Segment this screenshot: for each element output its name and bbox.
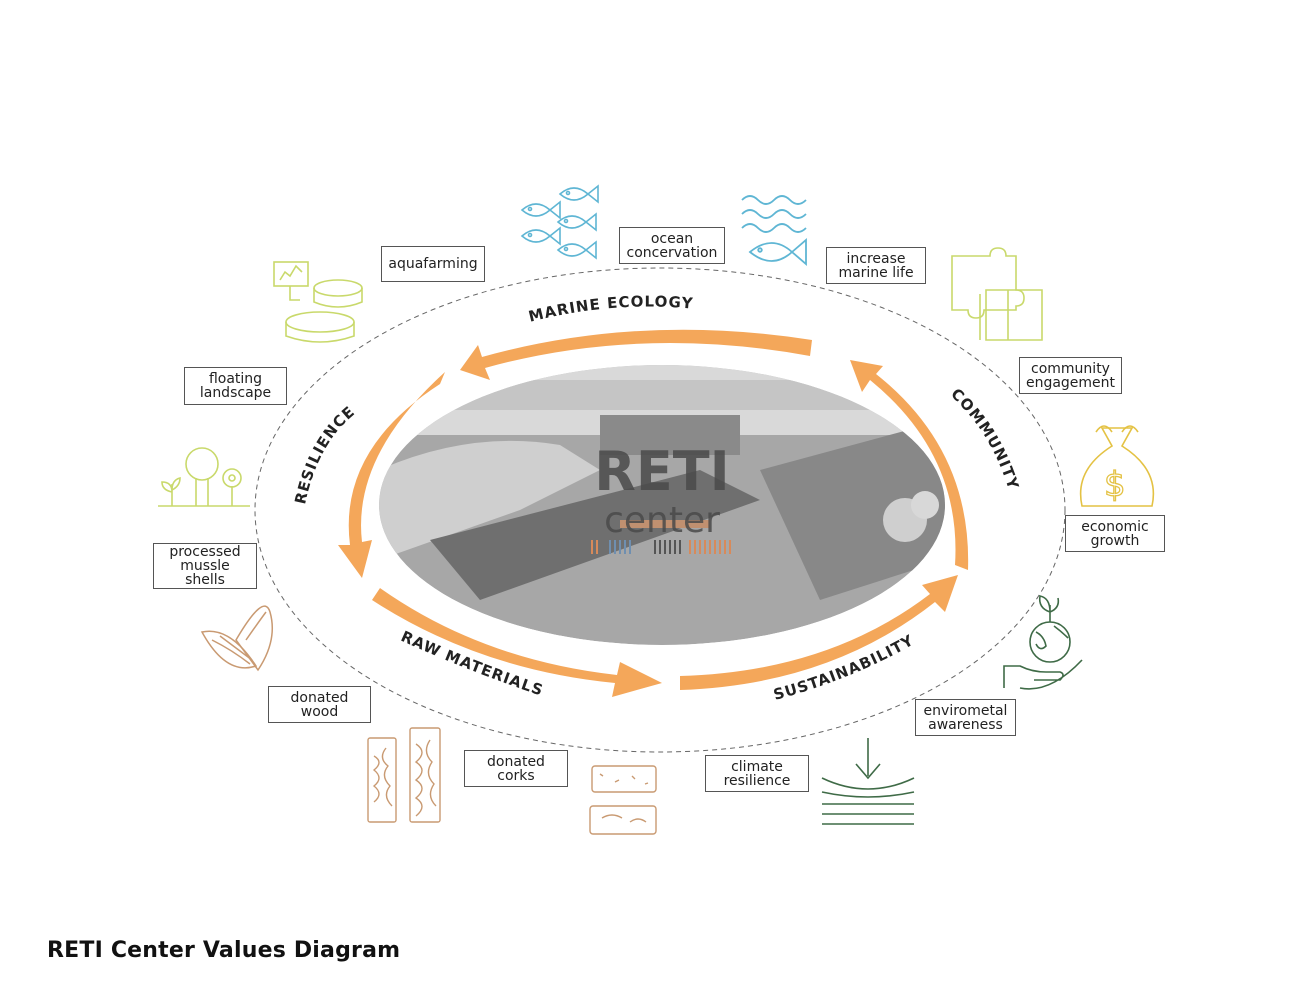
wood-planks-icon <box>367 727 441 823</box>
label-ocean-concervation: ocean concervation <box>619 227 725 264</box>
arrow-resilience <box>338 372 445 578</box>
mussel-shell-icon <box>200 605 273 672</box>
climate-lines-icon <box>821 738 915 825</box>
arrow-community <box>850 360 969 570</box>
diagram-title: RETI Center Values Diagram <box>47 938 401 963</box>
label-floating-landscape: floating landscape <box>184 367 287 405</box>
label-enviromental-awareness: envirometal awareness <box>915 699 1016 736</box>
label-increase-marine-life: increase marine life <box>826 247 926 284</box>
arrow-marine-ecology <box>460 329 812 380</box>
label-donated-wood: donated wood <box>268 686 371 723</box>
outer-dashed-ring <box>254 267 1066 753</box>
arrow-raw-materials <box>372 588 662 697</box>
waves-fish-icon <box>741 195 807 266</box>
money-bag-icon: $ <box>1079 425 1155 507</box>
svg-text:$: $ <box>1104 465 1126 505</box>
label-donated-corks: donated corks <box>464 750 568 787</box>
label-aquafarming: aquafarming <box>381 246 485 282</box>
trees-icon <box>158 447 250 507</box>
hand-globe-icon <box>1003 595 1083 690</box>
label-processed-mussle-shells: processed mussle shells <box>153 543 257 589</box>
label-climate-resilience: climate resilience <box>705 755 809 792</box>
label-community-engagement: community engagement <box>1019 357 1122 394</box>
fish-school-icon <box>520 184 599 260</box>
reti-center-logo: RETI center <box>591 440 731 554</box>
logo-reti: RETI <box>594 440 729 503</box>
logo-bars <box>591 540 731 554</box>
label-resilience: RESILIENCE <box>291 402 358 505</box>
corks-icon <box>589 765 657 835</box>
logo-center: center <box>604 500 720 541</box>
aquafarm-tanks-icon <box>273 261 363 343</box>
label-community: COMMUNITY <box>947 385 1022 492</box>
cycle-arrows <box>338 329 969 697</box>
puzzle-icon <box>951 247 1043 341</box>
arrow-sustainability <box>680 575 958 690</box>
label-marine-ecology: MARINE ECOLOGY <box>527 292 695 325</box>
label-economic-growth: economic growth <box>1065 515 1165 552</box>
